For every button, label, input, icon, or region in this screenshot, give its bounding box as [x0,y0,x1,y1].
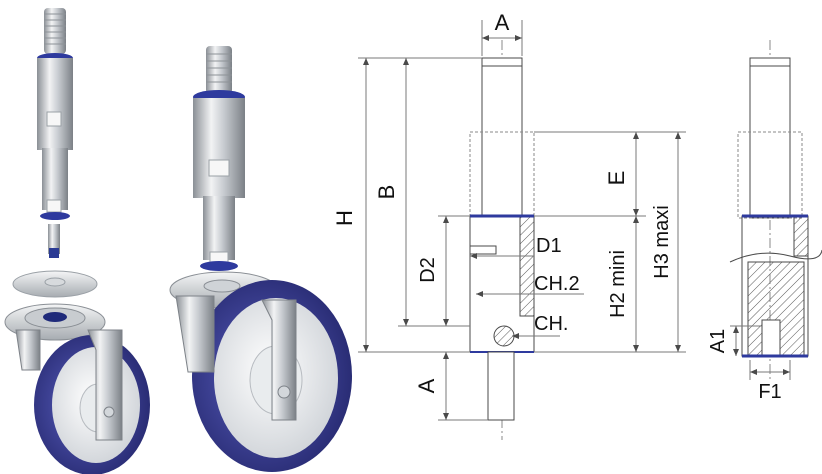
dim-label-ch: CH. [534,313,568,335]
dim-label-h2-mini: H2 mini [607,250,629,318]
dim-label-h3-maxi: H3 maxi [651,205,673,278]
dim-label-ch2: CH.2 [534,273,580,295]
dim-label-a1: A1 [707,329,729,353]
dim-label-e: E [604,171,629,186]
dim-label-d1: D1 [536,235,562,257]
dim-label-b: B [374,185,399,200]
dim-label-a-top: A [495,10,510,35]
dim-label-f1: F1 [758,381,781,403]
section-arrows [733,326,790,375]
caster-assembled-view [169,46,352,472]
section-detail-drawing [729,40,822,380]
dimension-arrows [363,35,681,420]
dim-label-d2: D2 [417,257,439,283]
dimension-drawing [358,20,686,440]
dim-label-a-bottom: A [414,378,439,393]
dim-label-h: H [332,210,357,226]
caster-exploded-view [4,8,150,474]
